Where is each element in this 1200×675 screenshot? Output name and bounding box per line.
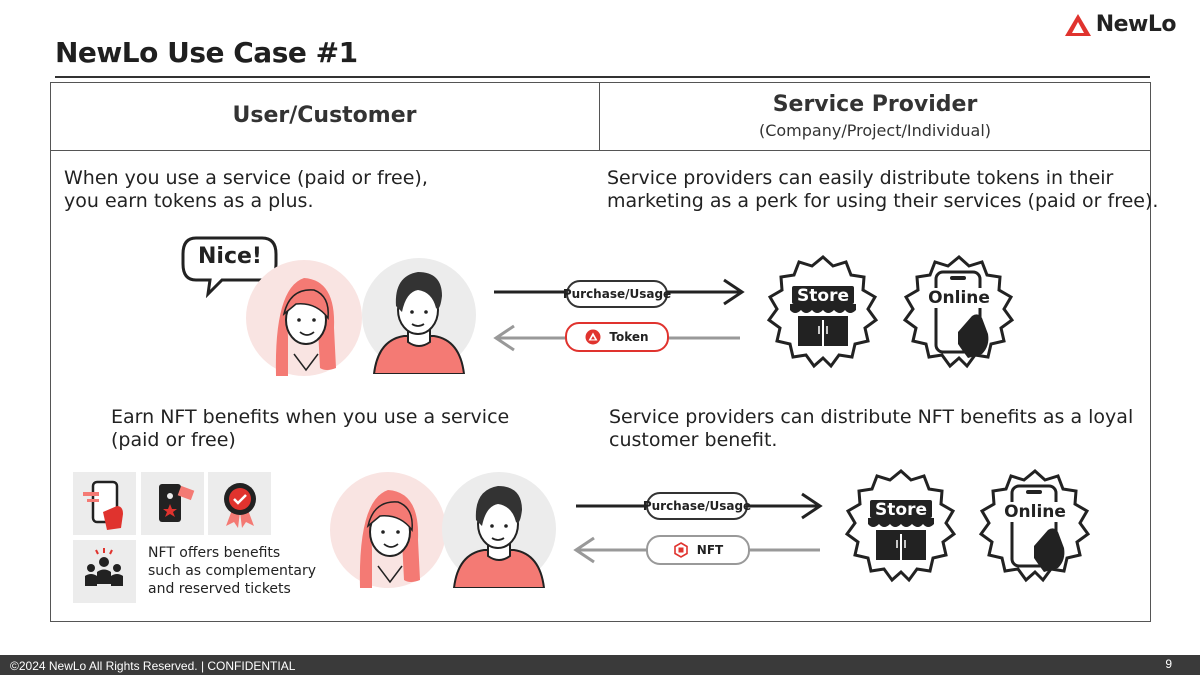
content-frame bbox=[50, 82, 1151, 622]
man-avatar-icon-2 bbox=[442, 472, 556, 588]
phone-pay-icon bbox=[83, 480, 123, 530]
token-icon bbox=[585, 329, 601, 345]
section2-provider-text: Service providers can distribute NFT ben… bbox=[609, 406, 1133, 452]
store-badge-icon-2 bbox=[844, 469, 957, 583]
section1-user-text: When you use a service (paid or free), y… bbox=[64, 167, 428, 213]
nft-note-line3: and reserved tickets bbox=[148, 581, 291, 597]
woman-avatar-icon-2 bbox=[330, 472, 446, 588]
purchase-usage-label-2: Purchase/Usage bbox=[643, 492, 751, 520]
section1-user-line2: you earn tokens as a plus. bbox=[64, 190, 314, 212]
token-label: Token bbox=[609, 330, 649, 344]
brand-logo: NewLo bbox=[1064, 12, 1177, 37]
footer-copyright: ©2024 NewLo All Rights Reserved. | CONFI… bbox=[10, 659, 296, 673]
nft-note-line1: NFT offers benefits bbox=[148, 545, 281, 561]
store-label: Store bbox=[797, 286, 849, 306]
ticket-icon bbox=[159, 484, 195, 522]
nft-label: NFT bbox=[696, 543, 724, 557]
nft-benefits-note: NFT offers benefits such as complementar… bbox=[148, 544, 316, 598]
provider-column-header: Service Provider bbox=[772, 92, 978, 117]
section1-provider-line1: Service providers can easily distribute … bbox=[607, 167, 1114, 189]
section1-provider-line2: marketing as a perk for using their serv… bbox=[607, 190, 1159, 212]
section1-provider-text: Service providers can easily distribute … bbox=[607, 167, 1158, 213]
section2-provider-line2: customer benefit. bbox=[609, 429, 778, 451]
section1-user-line1: When you use a service (paid or free), bbox=[64, 167, 428, 189]
online-label: Online bbox=[922, 288, 996, 308]
nft-label-pill: NFT bbox=[646, 535, 750, 565]
page-number: 9 bbox=[1165, 657, 1172, 671]
token-label-pill: Token bbox=[565, 322, 669, 352]
store-badge-icon bbox=[766, 255, 879, 369]
user-column-header: User/Customer bbox=[232, 103, 417, 128]
ticket-tile bbox=[141, 472, 204, 535]
section2-provider-line1: Service providers can distribute NFT ben… bbox=[609, 406, 1134, 428]
online-label-2: Online bbox=[998, 502, 1072, 522]
man-avatar-icon bbox=[362, 258, 476, 374]
speech-bubble-text: Nice! bbox=[198, 244, 262, 269]
newlo-logo-icon bbox=[1064, 13, 1091, 36]
section2-user-line1: Earn NFT benefits when you use a service bbox=[111, 406, 510, 428]
speech-bubble bbox=[181, 236, 278, 298]
header-row-divider bbox=[50, 150, 1151, 151]
provider-column-subheader: (Company/Project/Individual) bbox=[758, 121, 992, 140]
page-title: NewLo Use Case #1 bbox=[55, 36, 358, 69]
section2-user-text: Earn NFT benefits when you use a service… bbox=[111, 406, 509, 452]
nft-note-line2: such as complementary bbox=[148, 563, 317, 579]
logo-text: NewLo bbox=[1095, 12, 1177, 37]
woman-avatar-icon bbox=[246, 260, 362, 376]
group-people-icon bbox=[85, 548, 123, 586]
online-badge-icon-2 bbox=[978, 469, 1091, 583]
section2-user-line2: (paid or free) bbox=[111, 429, 236, 451]
group-tile bbox=[73, 540, 136, 603]
award-tile bbox=[208, 472, 271, 535]
title-divider bbox=[55, 76, 1150, 78]
award-badge-icon bbox=[224, 483, 256, 528]
header-column-divider bbox=[599, 82, 600, 151]
store-label-2: Store bbox=[875, 500, 927, 520]
footer-bar bbox=[0, 655, 1200, 675]
purchase-usage-label: Purchase/Usage bbox=[563, 280, 671, 308]
online-badge-icon bbox=[902, 255, 1015, 369]
nft-icon bbox=[673, 542, 688, 558]
phone-pay-tile bbox=[73, 472, 136, 535]
